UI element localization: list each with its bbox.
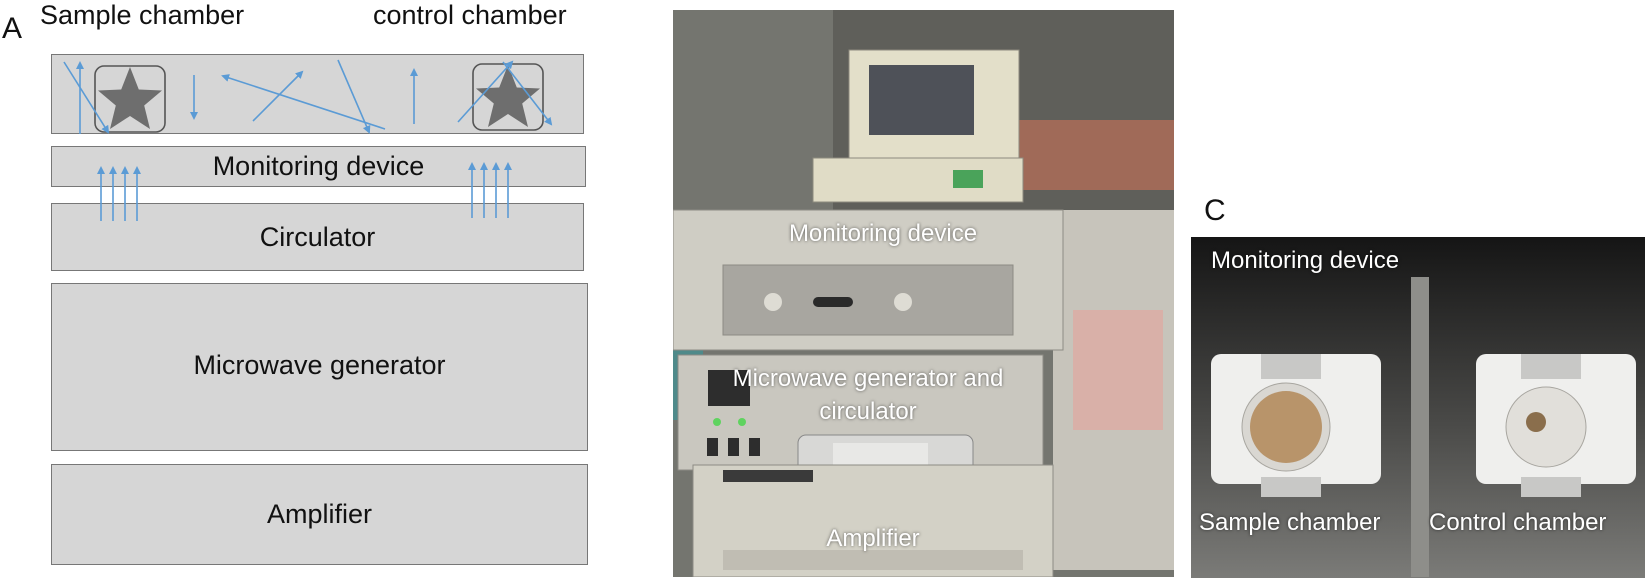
signal-arrows [97,162,512,221]
panel-a-letter: A [2,12,23,45]
control-chamber-label: control chamber [373,0,567,30]
amplifier-box: Amplifier [51,464,588,565]
circulator-label: Circulator [259,222,376,252]
photo-b-generator-label-line2: circulator [819,398,917,425]
setup-photo-illustration [673,10,1174,577]
photo-b-amplifier-label: Amplifier [826,525,920,552]
sample-star-icon [98,67,162,129]
setup-photo: Monitoring device Microwave generator an… [673,10,1174,577]
photo-b-monitoring-label: Monitoring device [788,220,978,247]
chamber-arrows [63,59,553,134]
photo-c-sample-label: Sample chamber [1199,509,1381,536]
sample-holder [94,65,166,133]
circulator-box: Circulator [51,203,584,271]
monitoring-device-label: Monitoring device [212,151,425,181]
panel-c-letter: C [1204,194,1226,227]
chamber-photo-illustration [1191,237,1645,578]
amplifier-label: Amplifier [266,499,373,529]
photo-c-monitoring-label: Monitoring device [1211,247,1400,274]
control-star-icon [476,65,540,127]
sample-chamber-label: Sample chamber [40,0,245,30]
microwave-generator-label: Microwave generator [193,350,446,380]
photo-b-generator-label-line1: Microwave generator and [732,365,1004,392]
photo-c-control-label: Control chamber [1429,509,1607,536]
microwave-generator-box: Microwave generator [51,283,588,451]
chamber-overlay [63,59,553,221]
chamber-photo: Monitoring device Sample chamber Control… [1191,237,1645,578]
